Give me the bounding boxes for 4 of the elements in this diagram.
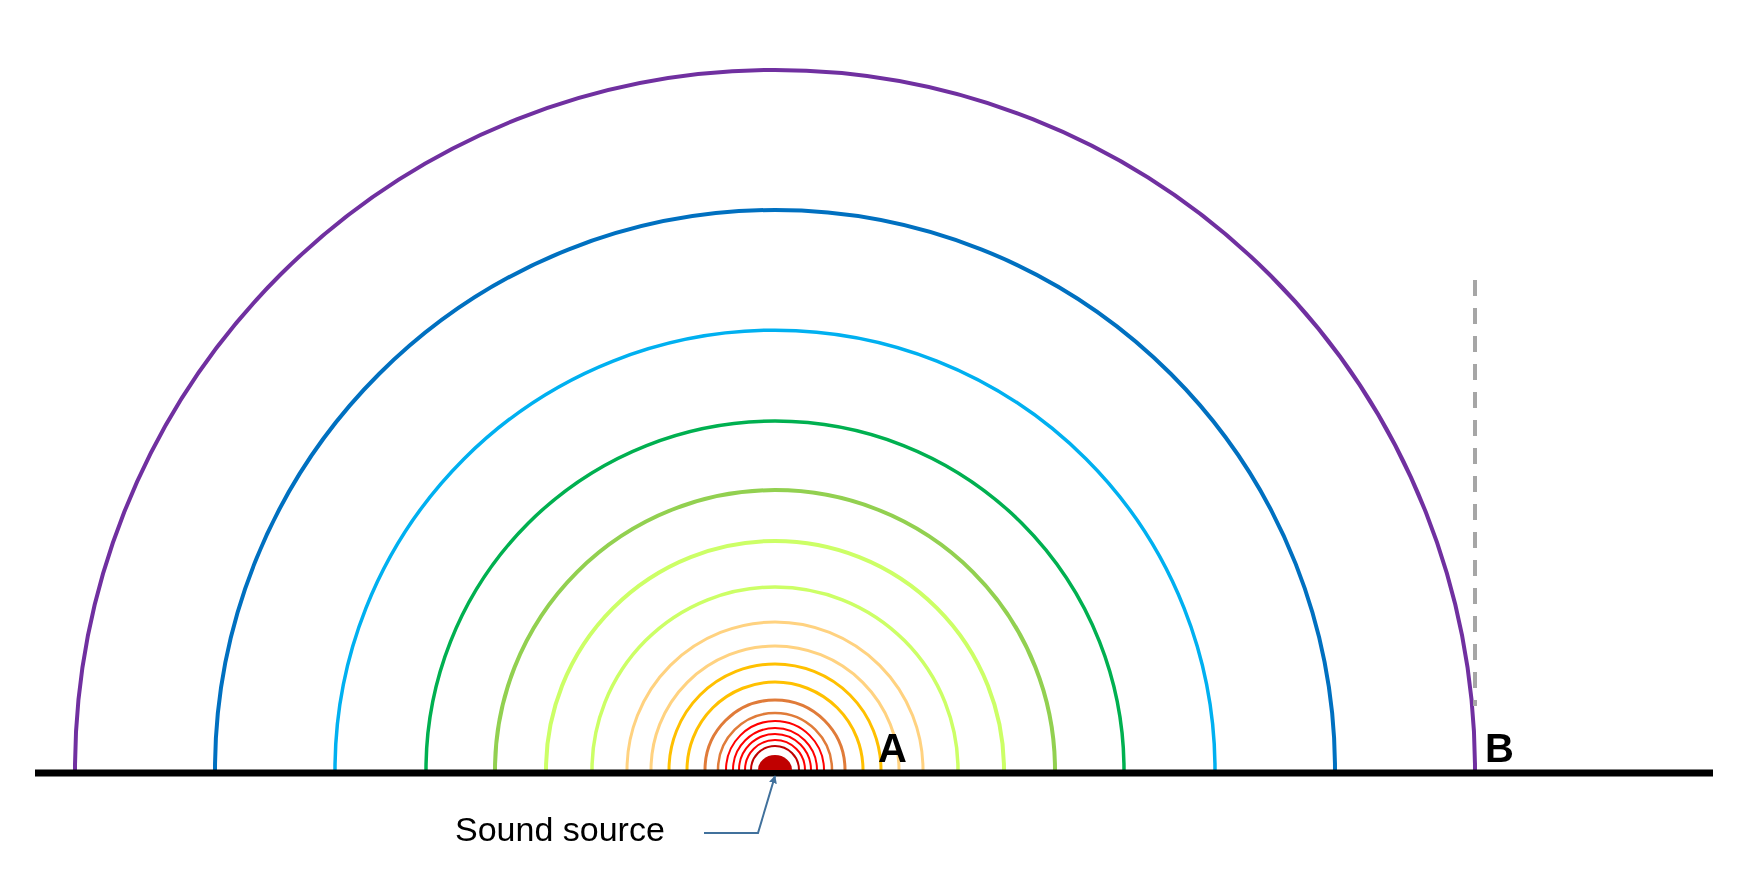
point-label: B xyxy=(1485,728,1514,768)
source-label: Sound source xyxy=(455,812,665,846)
point-label: A xyxy=(878,728,907,768)
leader-arrow xyxy=(703,775,777,834)
